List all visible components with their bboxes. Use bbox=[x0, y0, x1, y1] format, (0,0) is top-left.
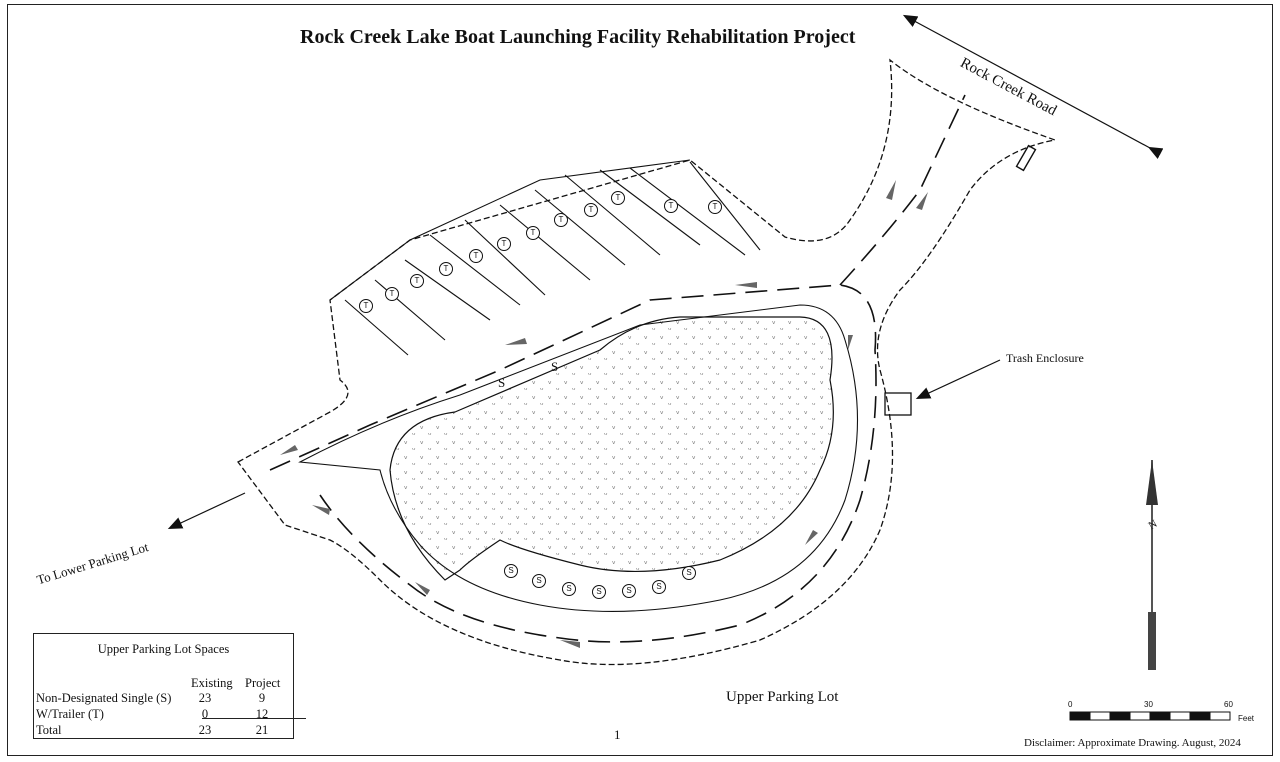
road-outer-edge bbox=[237, 58, 1058, 666]
single-stall-marker: S bbox=[562, 582, 576, 596]
disclaimer: Disclaimer: Approximate Drawing. August,… bbox=[1024, 737, 1241, 749]
trailer-stall-marker: T bbox=[584, 203, 598, 217]
upper-lot-label: Upper Parking Lot bbox=[726, 689, 839, 705]
landscape-island bbox=[389, 316, 834, 581]
scale-tick: 30 bbox=[1144, 700, 1153, 709]
single-stall-marker: S bbox=[682, 566, 696, 580]
single-stall-label: S bbox=[498, 375, 506, 390]
trash-leader bbox=[915, 359, 1001, 400]
scale-tick: 60 bbox=[1224, 700, 1233, 709]
legend-row-project: 9 bbox=[258, 691, 266, 705]
single-stall-marker: S bbox=[652, 580, 666, 594]
legend-row-label: Total bbox=[36, 723, 62, 737]
scale-bar bbox=[1069, 711, 1231, 721]
entrance-sign bbox=[1015, 144, 1037, 172]
trash-enclosure-label: Trash Enclosure bbox=[1006, 351, 1084, 365]
legend-row-project: 12 bbox=[255, 707, 269, 721]
trailer-stall-marker: T bbox=[359, 299, 373, 313]
rock-creek-road-arrow bbox=[902, 14, 1164, 159]
single-stall-marker: S bbox=[532, 574, 546, 588]
traffic-arrows bbox=[280, 180, 928, 648]
parking-legend: Upper Parking Lot Spaces Existing Projec… bbox=[33, 633, 306, 739]
trailer-stall-marker: T bbox=[385, 287, 399, 301]
trailer-stall-marker: T bbox=[469, 249, 483, 263]
trash-enclosure bbox=[884, 392, 912, 416]
single-stall-label: S bbox=[551, 359, 559, 374]
trailer-stall-marker: T bbox=[554, 213, 568, 227]
trailer-stall-marker: T bbox=[497, 237, 511, 251]
trailer-stall-marker: T bbox=[708, 200, 722, 214]
trailer-stall-marker: T bbox=[439, 262, 453, 276]
road-centerline bbox=[269, 284, 877, 643]
legend-total-rule bbox=[202, 718, 306, 719]
legend-row-existing: 0 bbox=[201, 707, 209, 721]
legend-row-label: W/Trailer (T) bbox=[36, 707, 104, 721]
trailer-stall-marker: T bbox=[526, 226, 540, 240]
single-stall-marker: S bbox=[504, 564, 518, 578]
single-stall-marker: S bbox=[622, 584, 636, 598]
entrance-centerline bbox=[839, 94, 966, 286]
trailer-stall-marker: T bbox=[611, 191, 625, 205]
legend-title: Upper Parking Lot Spaces bbox=[97, 642, 230, 656]
trailer-stall-marker: T bbox=[664, 199, 678, 213]
scale-tick: 0 bbox=[1068, 700, 1073, 709]
page-number: 1 bbox=[614, 727, 621, 742]
map-frame bbox=[7, 4, 1273, 756]
legend-row-label: Non-Designated Single (S) bbox=[36, 691, 172, 705]
road-inner-edge bbox=[298, 304, 858, 612]
legend-row-existing: 23 bbox=[198, 723, 212, 737]
page-title: Rock Creek Lake Boat Launching Facility … bbox=[300, 26, 856, 48]
legend-col-project: Project bbox=[245, 676, 281, 690]
legend-row-existing: 23 bbox=[198, 691, 212, 705]
trailer-stall-marker: T bbox=[410, 274, 424, 288]
single-stall-marker: S bbox=[592, 585, 606, 599]
north-arrow bbox=[1146, 460, 1158, 670]
trailer-stall-row bbox=[329, 159, 761, 356]
lower-lot-arrow bbox=[167, 492, 246, 530]
legend-col-existing: Existing bbox=[191, 676, 233, 690]
legend-row-project: 21 bbox=[255, 723, 269, 737]
scale-unit: Feet bbox=[1238, 714, 1255, 723]
